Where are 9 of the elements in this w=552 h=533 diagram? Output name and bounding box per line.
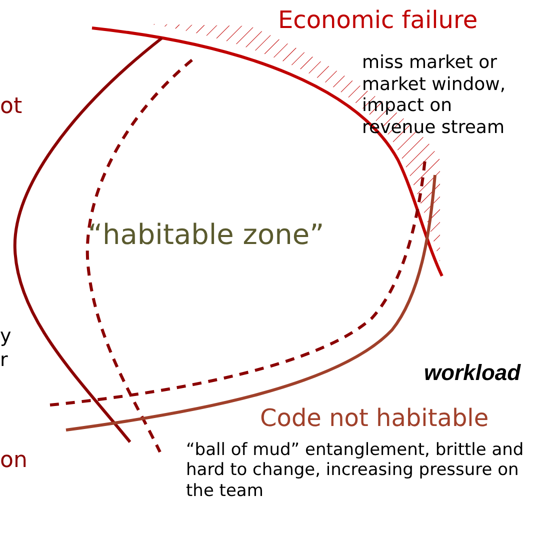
heading: Economic failure <box>278 6 478 35</box>
description-text: r <box>0 349 8 372</box>
heading: on <box>0 448 28 474</box>
zone-label: “habitable zone” <box>88 218 324 252</box>
heading: Code not habitable <box>260 404 489 433</box>
heading: ot <box>0 94 22 120</box>
description-text: y <box>0 325 12 348</box>
axis-label: workload <box>424 360 521 386</box>
description-text: “ball of mud” entanglement, brittle and hard to change, increasing pressure on the team <box>186 440 525 502</box>
